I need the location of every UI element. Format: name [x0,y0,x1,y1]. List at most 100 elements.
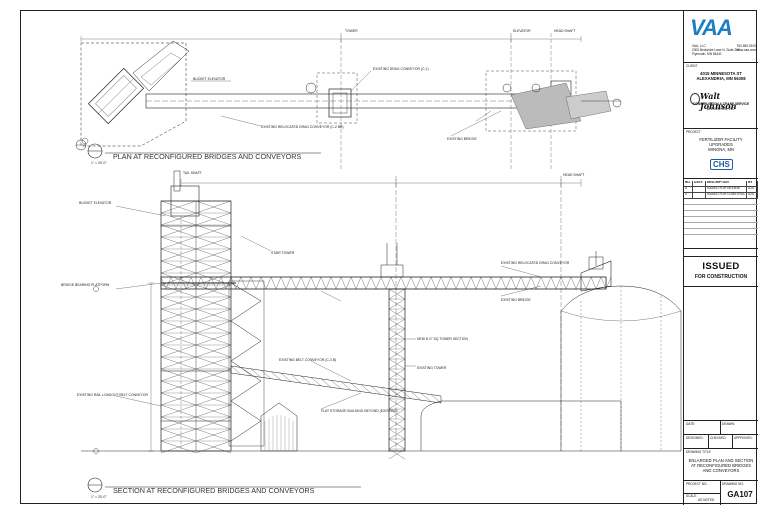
client-logo-mark-icon [690,93,700,105]
drawing-title-cell: DRAWING TITLE ENLARGED PLAN AND SECTION … [684,449,758,481]
truss-member [388,348,406,360]
spacer-cell [684,249,758,257]
plan-scale: 1" = 20'-0" [91,161,107,165]
firm-line-1: VAA, LLC [692,44,706,48]
truss-member [388,428,406,440]
truss-member [160,404,197,418]
truss-member [505,276,512,290]
drawn-cell: DATE: DRAWN: [684,421,758,435]
truss-member [160,308,197,322]
truss-member [388,298,406,310]
truss-member [240,276,247,290]
plan-view [75,33,622,171]
numbers-cell: PROJECT NO. SCALE AS NOTED DRAWING NO. G… [684,481,758,505]
plan-relocated-label: EXISTING RELOCATED DRAG CONVEYOR (C-2 BB… [261,125,344,129]
truss-member [515,276,522,290]
truss-member [405,276,412,290]
scale-value: AS NOTED [698,498,715,502]
date-label: DATE: [686,422,696,426]
truss-member [360,276,367,290]
truss-member [388,358,406,370]
truss-member [400,390,412,399]
section-relocated-drag-label: EXISTING RELOCATED DRAG CONVEYOR [501,261,570,265]
truss-member [410,276,417,290]
truss-member [160,260,197,274]
truss-member [320,378,332,388]
truss-member [370,385,382,395]
project-logo: CHS [710,159,733,170]
designed-cell: DESIGNED: CHECKED: APPROVED: [684,435,758,449]
truss-member [330,276,337,290]
truss-member [388,338,406,350]
truss-member [255,276,262,290]
revision-cell: AJS [747,187,758,192]
truss-member [300,276,307,290]
truss-member [595,276,602,290]
truss-member [250,276,257,290]
truss-member [375,276,382,290]
client-cell: CLIENT 4015 MINNESOTA ST ALEXANDRIA, MN … [684,63,758,129]
revision-empty-row [684,199,758,205]
truss-member [270,371,282,381]
truss-member [195,212,232,226]
truss-member [195,416,232,430]
checked-label: CHECKED: [710,436,727,440]
truss-member [260,276,267,290]
truss-member [430,394,442,404]
truss-member [370,276,377,290]
client-street: 4015 MINNESOTA ST [700,71,742,76]
truss-member [565,276,572,290]
truss-member [590,276,597,290]
truss-member [350,383,362,392]
section-flat-storage-label: FLAT STORAGE BUILDING BEYOND (EXISTING) [321,409,398,413]
truss-member [230,365,242,375]
drawing-title-line-1: ENLARGED PLAN AND SECTION [688,458,754,463]
truss-member [195,440,232,454]
revision-cell: A [684,187,694,192]
truss-member [415,276,422,290]
scale-label: SCALE [686,494,697,498]
divider [720,481,721,505]
truss-member [245,276,252,290]
truss-member [345,276,352,290]
truss-member [270,276,277,290]
drawing-no-label: DRAWING NO. [722,482,744,486]
truss-member [160,344,197,358]
truss-member [390,388,402,398]
truss-member [195,260,232,274]
truss-member [388,398,406,410]
divider [708,435,709,448]
truss-member [195,224,232,238]
section-tail-shaft-label: TAIL SHAFT [183,171,202,175]
revision-empty-row [684,205,758,211]
truss-member [235,276,242,290]
truss-member [580,276,587,290]
truss-member [160,236,197,250]
truss-member [525,276,532,290]
plan-head-shaft-label: HEAD SHAFT [554,29,576,33]
drawing-number: GA107 [727,490,753,499]
revision-cell [693,193,706,198]
project-lines: FERTILIZER FACILITY UPGRADES WINONA, MN [684,137,758,152]
truss-member [250,368,262,378]
truss-member [190,276,197,290]
truss-member [160,356,197,370]
bridge-truss [160,276,612,290]
truss-member [175,276,182,290]
existing-tower-lattice [388,288,406,460]
truss-member [160,224,197,238]
project-line-1: FERTILIZER FACILITY [699,137,743,142]
firm-contact: 763.559.9100 www.vaa.com [734,44,756,53]
truss-member [605,276,612,290]
revision-cell: NO. [684,181,694,186]
section-title: SECTION AT RECONFIGURED BRIDGES AND CONV… [113,486,315,495]
truss-member [388,308,406,320]
belt-conveyor-truss [230,365,442,404]
truss-member [475,276,482,290]
firm-logo: VAA [690,15,733,40]
client-address: 4015 MINNESOTA ST ALEXANDRIA, MN 56308 [684,71,758,81]
plan-title: PLAN AT RECONFIGURED BRIDGES AND CONVEYO… [113,152,302,161]
truss-member [365,276,372,290]
project-line-2: UPGRADES [709,142,733,147]
truss-member [490,276,497,290]
